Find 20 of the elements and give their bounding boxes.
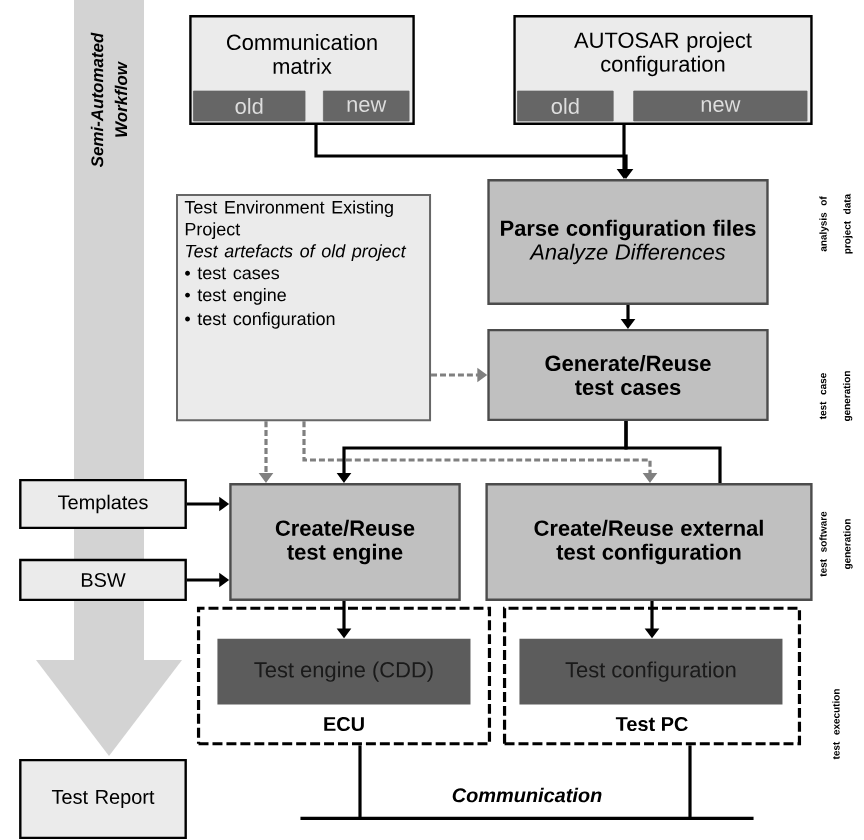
process-box: Create/Reuse external test configuration [485, 483, 813, 601]
version-tab: new [323, 90, 410, 122]
version-tab: new [633, 90, 808, 122]
project-box: Test Environment Existing Project Test artefacts of old project • test cases • test engine • test configuration [176, 194, 432, 422]
process-box: Generate/Reuse test cases [487, 328, 769, 422]
report-box: Test Report [19, 758, 187, 840]
process-box: Parse configuration files Analyze Differences [487, 179, 769, 305]
arrow [302, 421, 658, 483]
connector-line [688, 745, 692, 819]
process-box: Create/Reuse test engine [229, 483, 461, 601]
input-box: Templates [19, 478, 187, 530]
connector-line [358, 745, 362, 819]
bus-line: Communication [300, 787, 754, 820]
component-box: Test engine (CDD) [217, 638, 471, 705]
connector-line [624, 421, 722, 483]
input-box: BSW [19, 558, 187, 602]
component-box: Test configuration [519, 638, 783, 705]
version-tab: old [193, 90, 306, 122]
version-tab: old [517, 90, 614, 122]
arrow [314, 125, 634, 179]
